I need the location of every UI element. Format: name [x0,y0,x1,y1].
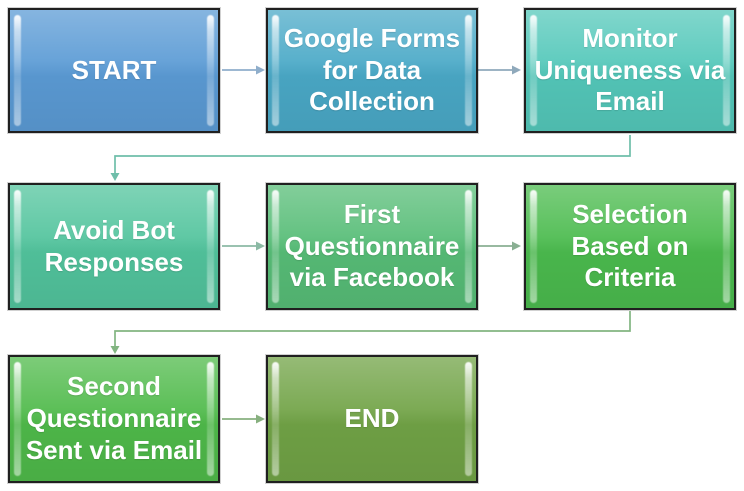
connector-google-forms-to-monitor [478,65,521,75]
node-google-forms: Google Forms for Data Collection [266,8,478,133]
gloss-highlight-right [207,190,214,303]
node-google-forms-label: Google Forms for Data Collection [283,22,461,117]
arrowhead-right-icon [512,65,521,75]
gloss-highlight-left [14,15,21,126]
node-selection-criteria: Selection Based on Criteria [524,183,736,310]
gloss-highlight-left [272,15,279,126]
arrowhead-right-icon [256,241,265,251]
node-start-label: START [71,54,157,85]
gloss-highlight-right [465,15,472,126]
connector-second-questionnaire-to-end [222,414,265,424]
node-second-questionnaire: Second Questionnaire Sent via Email [8,355,220,483]
node-first-questionnaire: First Questionnaire via Facebook [266,183,478,310]
node-monitor-uniqueness-label: Monitor Uniqueness via Email [534,22,726,117]
arrowhead-right-icon [256,65,265,75]
node-selection-criteria-label: Selection Based on Criteria [571,198,689,293]
gloss-highlight-left [14,190,21,303]
node-end: END [266,355,478,483]
gloss-highlight-left [272,190,279,303]
node-second-questionnaire-label: Second Questionnaire Sent via Email [25,371,203,465]
gloss-highlight-left [272,362,279,476]
arrowhead-down-icon [110,346,120,354]
gloss-highlight-right [465,190,472,303]
connector-selection-to-second-questionnaire [110,311,631,354]
connector-start-to-google-forms [222,65,265,75]
gloss-highlight-right [207,362,214,476]
node-start: START [8,8,220,133]
gloss-highlight-right [207,15,214,126]
node-monitor-uniqueness: Monitor Uniqueness via Email [524,8,736,133]
connector-avoid-bot-to-first-questionnaire [222,241,265,251]
node-end-label: END [344,403,400,434]
node-first-questionnaire-label: First Questionnaire via Facebook [284,198,460,293]
gloss-highlight-right [465,362,472,476]
arrowhead-right-icon [512,241,521,251]
arrowhead-down-icon [110,173,120,181]
node-avoid-bot: Avoid Bot Responses [8,183,220,310]
gloss-highlight-right [723,190,730,303]
node-avoid-bot-label: Avoid Bot Responses [44,214,184,277]
connector-elbow-line [114,311,631,346]
gloss-highlight-left [14,362,21,476]
arrowhead-right-icon [256,414,265,424]
connector-first-questionnaire-to-selection [478,241,521,251]
gloss-highlight-left [530,190,537,303]
connector-monitor-to-avoid-bot [110,135,631,181]
connector-elbow-line [114,135,631,173]
